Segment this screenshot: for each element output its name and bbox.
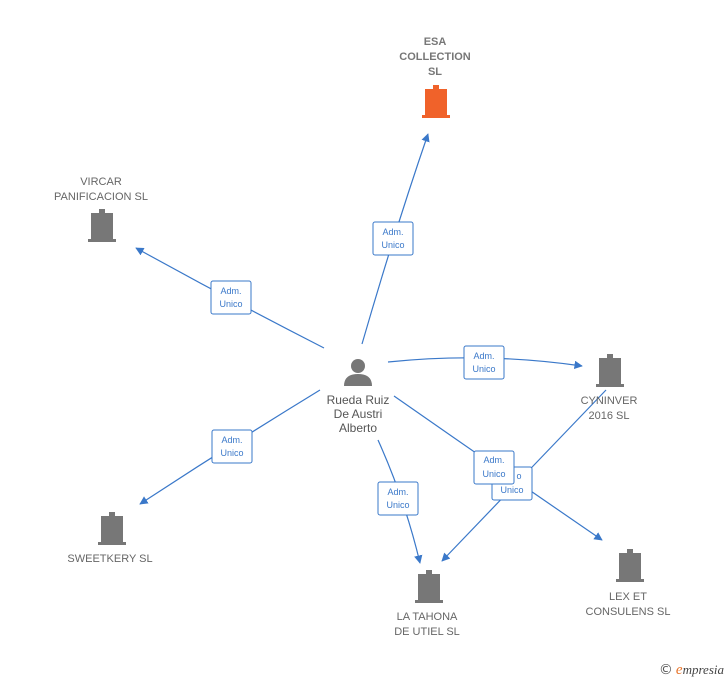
svg-text:LEX ET: LEX ET (609, 591, 647, 603)
company-vircar[interactable]: VIRCAR PANIFICACION SL (54, 176, 148, 242)
svg-text:Adm.: Adm. (221, 435, 242, 445)
svg-text:VIRCAR: VIRCAR (80, 176, 122, 188)
copyright-footer: ©empresia (659, 662, 724, 679)
edges (135, 133, 607, 564)
svg-text:COLLECTION: COLLECTION (399, 51, 471, 63)
svg-text:SL: SL (428, 66, 442, 78)
company-esa[interactable]: ESA COLLECTION SL (399, 36, 471, 118)
svg-text:Unico: Unico (500, 485, 523, 495)
person-icon (344, 359, 372, 386)
building-icon (616, 549, 644, 582)
svg-text:SWEETKERY SL: SWEETKERY SL (67, 553, 152, 565)
building-icon (88, 209, 116, 242)
svg-text:Unico: Unico (482, 469, 505, 479)
svg-text:CYNINVER: CYNINVER (581, 395, 638, 407)
company-cyninver[interactable]: CYNINVER 2016 SL (581, 354, 638, 422)
svg-text:Adm.: Adm. (483, 455, 504, 465)
edge-label-esa: Adm. Unico (372, 221, 414, 256)
company-sweetkery[interactable]: SWEETKERY SL (67, 512, 153, 565)
svg-text:CONSULENS SL: CONSULENS SL (586, 606, 671, 618)
brand-name: mpresia (682, 662, 724, 677)
svg-text:Unico: Unico (219, 299, 242, 309)
svg-text:Unico: Unico (472, 364, 495, 374)
building-icon (415, 570, 443, 603)
svg-text:Adm.: Adm. (473, 351, 494, 361)
person-name-line-2: De Austri (334, 407, 383, 421)
person-name-line-3: Alberto (339, 421, 377, 435)
svg-text:o: o (516, 471, 521, 481)
edge-label-vircar: Adm. Unico (210, 280, 252, 315)
brand-initial: e (675, 662, 683, 678)
company-tahona[interactable]: LA TAHONA DE UTIEL SL (394, 570, 460, 638)
svg-text:Adm.: Adm. (220, 286, 241, 296)
svg-text:Unico: Unico (220, 448, 243, 458)
person-name-line-1: Rueda Ruiz (327, 393, 390, 407)
edge-label-lex: Adm. Unico (473, 450, 515, 485)
edge-label-cyninver: Adm. Unico (463, 345, 505, 380)
svg-text:Adm.: Adm. (382, 227, 403, 237)
svg-text:Unico: Unico (381, 240, 404, 250)
svg-text:LA TAHONA: LA TAHONA (397, 611, 458, 623)
svg-text:Unico: Unico (386, 500, 409, 510)
building-icon (422, 85, 450, 118)
building-icon (596, 354, 624, 387)
company-lex[interactable]: LEX ET CONSULENS SL (586, 549, 671, 618)
edge-label-tahona: Adm. Unico (377, 481, 419, 516)
building-icon (98, 512, 126, 545)
svg-text:Adm.: Adm. (387, 487, 408, 497)
svg-text:DE UTIEL SL: DE UTIEL SL (394, 626, 460, 638)
svg-text:PANIFICACION SL: PANIFICACION SL (54, 191, 148, 203)
edge-labels: Adm. Unico Adm. Unico Adm. Unico Adm. Un… (210, 221, 533, 516)
copyright-symbol: © (658, 662, 673, 678)
svg-text:ESA: ESA (424, 36, 447, 48)
person-node[interactable]: Rueda Ruiz De Austri Alberto (327, 359, 390, 435)
edge-label-sweetkery: Adm. Unico (211, 429, 253, 464)
svg-text:2016 SL: 2016 SL (589, 410, 630, 422)
